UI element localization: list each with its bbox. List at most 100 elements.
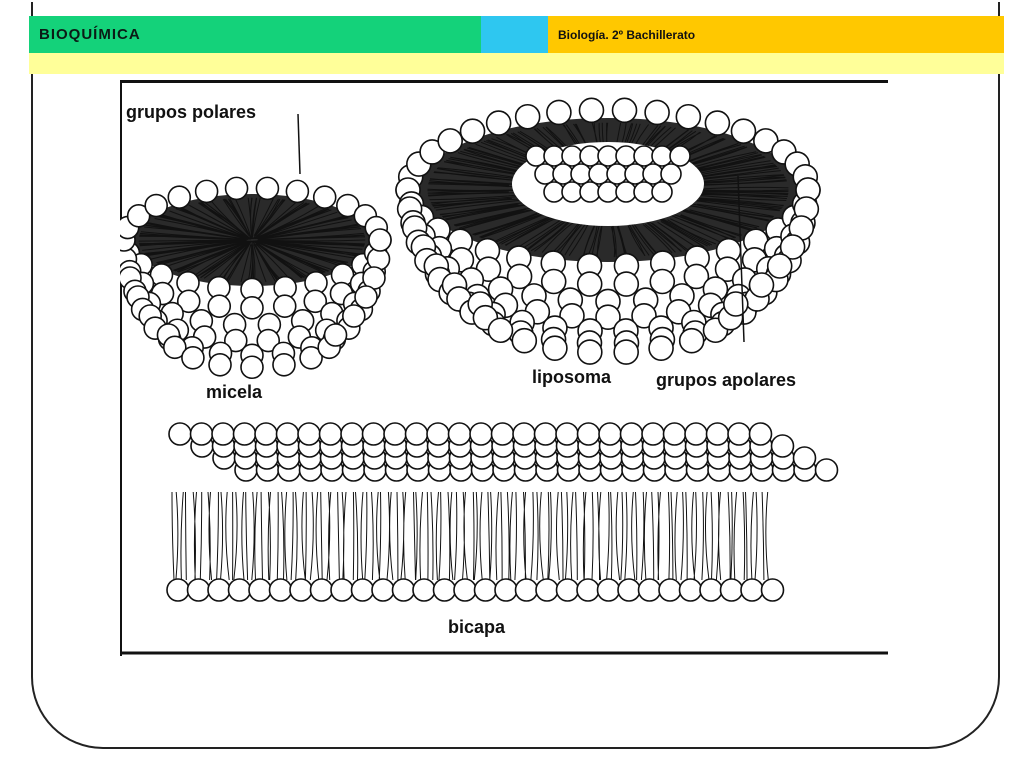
phospholipid-head [792,446,817,470]
phospholipid-head [340,422,364,446]
hydrophobic-tails [138,197,366,283]
phospholipid-head [576,271,603,297]
phospholipid-head [525,145,547,167]
phospholipid-head [447,422,472,446]
phospholipid-head [494,578,518,602]
phospholipid-head [606,163,628,185]
phospholipid-head [248,578,272,602]
polar-groups-pointer [297,113,301,175]
phospholipid-head [555,578,580,602]
phospholipid-head [511,327,538,354]
phospholipid-head [678,578,703,602]
phospholipid-head [255,176,280,201]
micelle-drawing [120,176,392,380]
phospholipid-head [163,335,187,360]
phospholipid-head [312,185,337,210]
phospholipid-head [368,228,392,252]
phospholipid-head [611,97,638,124]
phospholipid-head [490,422,515,446]
phospholipid-head [404,422,429,446]
phospholipid-head [578,97,605,124]
phospholipid-head [704,110,731,136]
phospholipid-head [167,185,192,210]
phospholipid-head [561,145,583,167]
phospholipid-head [240,296,264,320]
phospholipid-head [678,327,705,354]
phospholipid-head [540,268,567,295]
phospholipid-head [542,335,568,361]
phospholipid-head [730,118,757,144]
phospholipid-head [512,422,536,446]
phospholipid-head [469,422,493,446]
phospholipid-head [644,99,670,126]
phospholipid-head [779,234,806,260]
phospholipid-head [534,163,556,185]
phospholipid-head [361,422,386,446]
apolar-groups-pointer [737,175,745,343]
phospholipid-head [576,578,600,602]
phospholipid-head [514,103,541,130]
phospholipid-head [354,285,378,309]
phospholipid-head [552,163,574,185]
phospholipid-head [453,578,477,602]
phospholipid-head [166,578,190,602]
phospholipid-head [613,271,640,297]
phospholipid-head [285,179,310,204]
phospholipid-head [268,578,293,602]
phospholipid-head [633,181,655,203]
phospholipid-head [208,352,232,377]
phospholipid-head [189,422,214,446]
phospholipid-head [633,145,655,167]
lipid-structures-figure: grupos polares micela liposoma grupos ap… [120,80,888,656]
phospholipid-head [207,578,231,602]
phospholipid-head [570,163,592,185]
phospholipid-head [651,181,673,203]
phospholipid-head [383,422,407,446]
phospholipid-head [624,163,646,185]
phospholipid-head [336,193,360,218]
phospholipid-head [597,145,619,167]
bilayer-drawing [166,422,839,602]
phospholipid-head [576,422,601,446]
phospholipid-head [705,422,730,446]
phospholipid-head [662,422,687,446]
phospholipid-head [506,263,533,290]
phospholipid-head [227,578,252,602]
phospholipid-head [533,422,558,446]
phospholipid-head [309,578,334,602]
phospholipid-head [722,291,749,317]
phospholipid-head [675,103,702,130]
phospholipid-head [683,263,710,290]
phospholipid-head [224,176,249,201]
phospholipid-head [615,181,637,203]
label-grupos-apolares: grupos apolares [656,370,796,390]
phospholipid-head [432,578,457,602]
phospholipid-head [254,422,278,446]
phospholipid-head [168,422,192,446]
label-micela: micela [206,382,263,402]
phospholipid-head [371,578,395,602]
phospholipid-head [186,578,211,602]
lipid-structures-diagram: grupos polares micela liposoma grupos ap… [120,80,888,656]
phospholipid-head [641,422,665,446]
phospholipid-head [642,163,664,185]
phospholipid-head [176,289,201,314]
phospholipid-head [437,128,463,154]
phospholipid-head [669,145,691,167]
phospholipid-head [412,578,436,602]
phospholipid-head [487,317,514,344]
label-liposoma: liposoma [532,367,612,387]
phospholipid-head [272,294,297,318]
phospholipid-head [649,268,676,295]
phospholipid-head [596,578,621,602]
phospholipid-head [760,578,785,602]
label-grupos-polares: grupos polares [126,102,256,122]
phospholipid-head [240,355,264,380]
phospholipid-head [323,323,348,347]
header-title-left: BIOQUÍMICA [29,16,481,53]
phospholipid-head [330,578,354,602]
slide-frame [31,2,1000,749]
phospholipid-head [535,578,559,602]
phospholipid-head [597,181,619,203]
phospholipid-head [350,578,375,602]
